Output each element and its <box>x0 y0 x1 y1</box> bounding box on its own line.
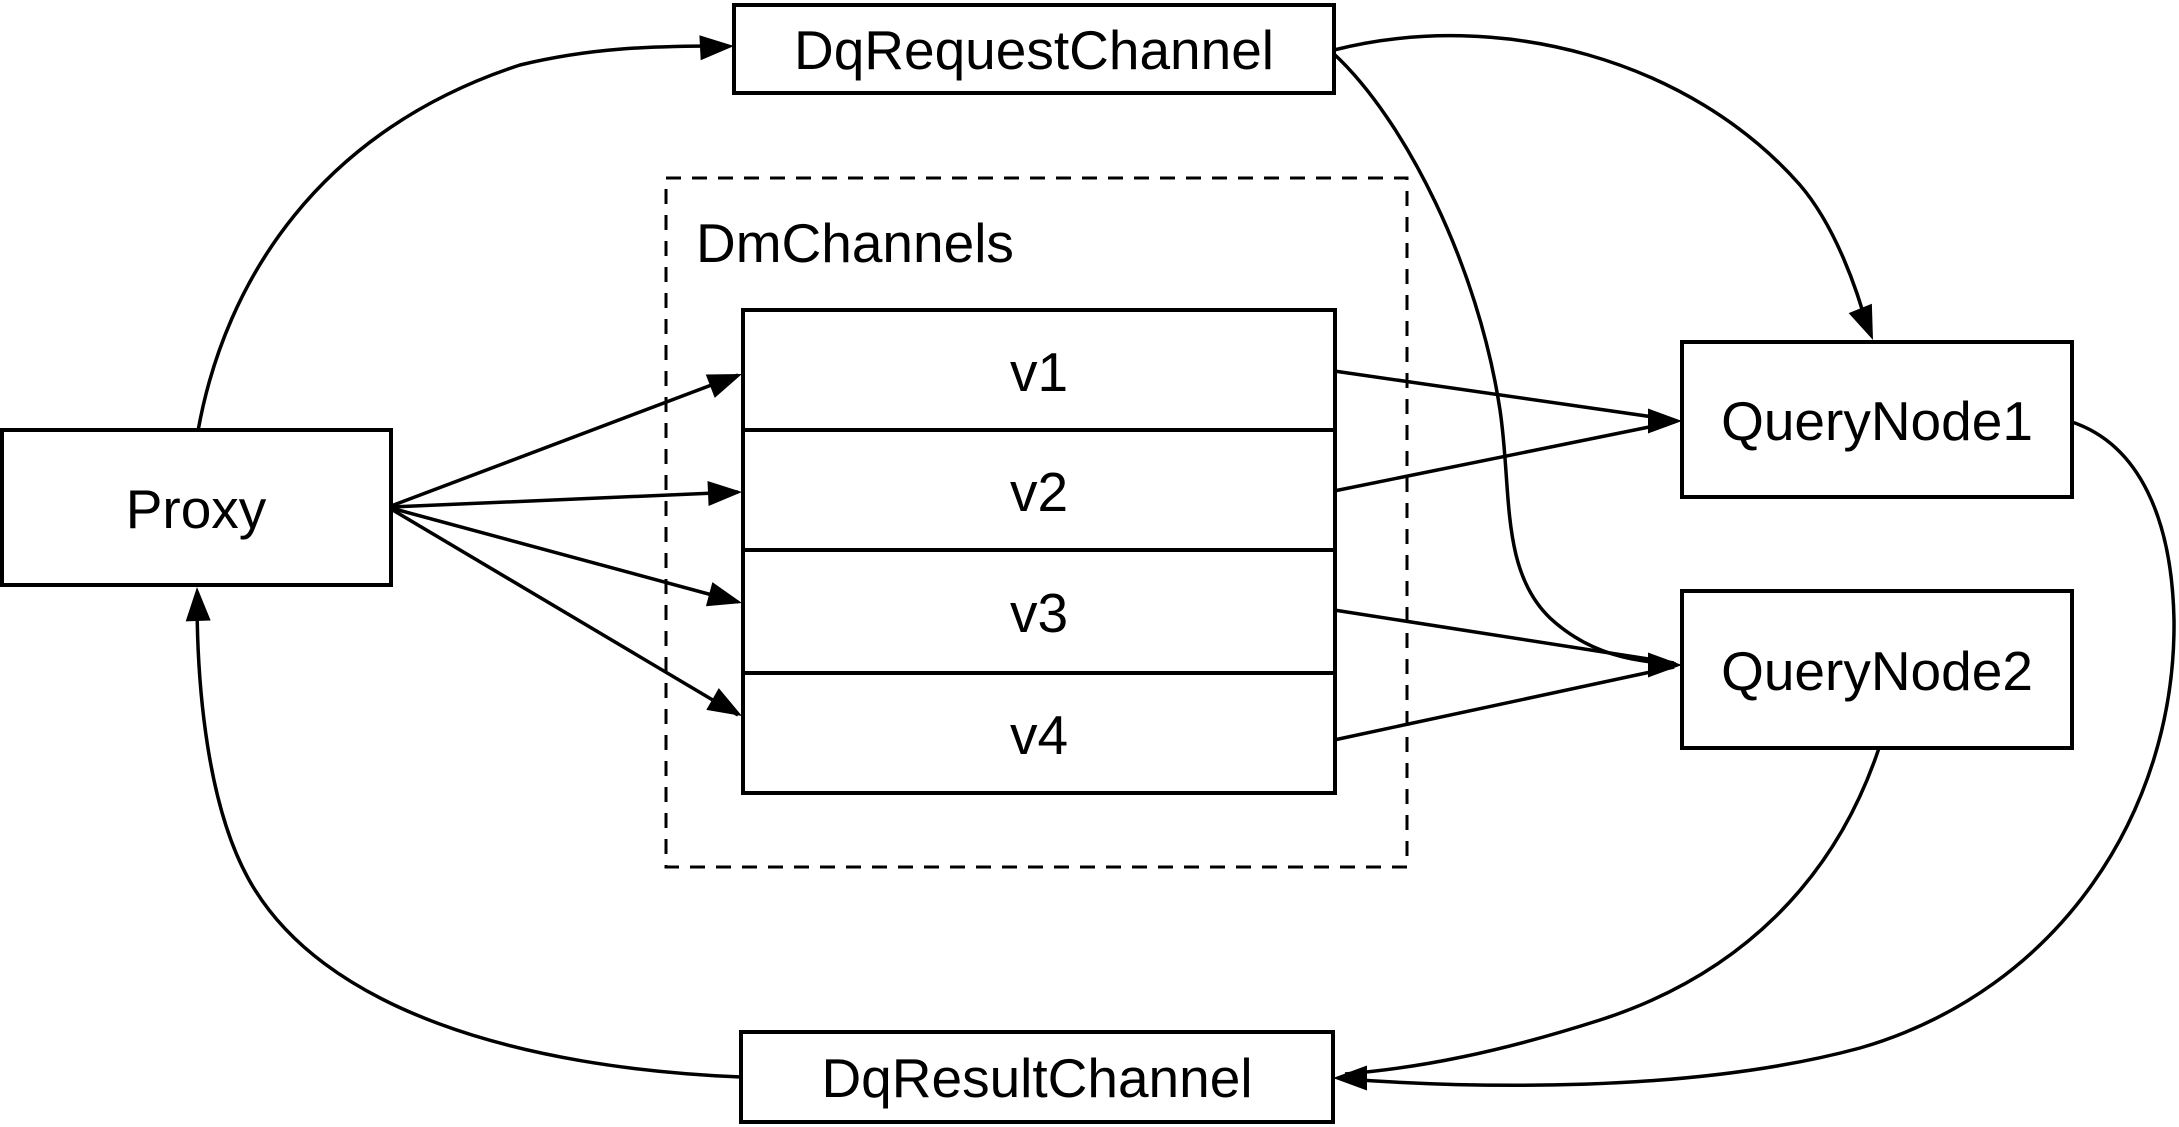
edge-dq-result-channel-to-proxy <box>195 597 742 1079</box>
v1-label: v1 <box>1010 341 1068 403</box>
arrowhead-into-query-node2-left <box>1648 652 1682 678</box>
edges <box>195 34 2176 1088</box>
arrowhead-into-v1 <box>705 374 742 398</box>
dq-result-channel-box <box>739 1030 1335 1124</box>
edge-query-node2-to-dq-result-channel <box>1344 747 1881 1076</box>
query-node1-label: QueryNode1 <box>1721 390 2033 452</box>
edge-proxy-to-v4 <box>390 507 739 717</box>
dq-request-channel-box <box>732 3 1336 95</box>
v3-label: v3 <box>1010 582 1068 644</box>
edge-proxy-to-v1 <box>390 373 739 508</box>
arrowhead-into-v4 <box>706 688 742 716</box>
proxy-box <box>0 428 393 587</box>
arrowheads <box>185 35 1873 1091</box>
dq-request-channel-label: DqRequestChannel <box>794 19 1274 81</box>
arrowhead-into-dq-result-channel <box>1333 1065 1367 1091</box>
group-dm-channels: DmChannels v1 v2 v3 v4 <box>664 176 1409 869</box>
v2-label: v2 <box>1010 461 1068 523</box>
query-node2-box <box>1680 589 2074 750</box>
arrowhead-into-dq-request-channel <box>699 35 734 61</box>
edge-proxy-to-v3 <box>390 506 739 604</box>
node-dq-result-channel: DqResultChannel <box>739 1030 1335 1124</box>
node-query-node1: QueryNode1 <box>1680 340 2074 499</box>
node-proxy: Proxy <box>0 428 393 587</box>
edge-query-node1-to-dq-result-channel <box>1344 420 2176 1088</box>
node-v-stack: v1 v2 v3 v4 <box>741 308 1337 795</box>
edge-proxy-to-dq-request-channel <box>196 44 723 432</box>
dq-result-channel-label: DqResultChannel <box>821 1047 1252 1109</box>
edge-dq-request-channel-to-query-node2 <box>1332 52 1677 666</box>
edge-dq-request-channel-to-query-node1 <box>1333 34 1870 331</box>
proxy-label: Proxy <box>126 478 267 540</box>
node-query-node2: QueryNode2 <box>1680 589 2074 750</box>
arrowhead-into-v2 <box>707 480 742 506</box>
arrowhead-into-proxy-bottom <box>185 587 211 622</box>
edge-v4-to-query-node2 <box>1333 665 1675 742</box>
v4-label: v4 <box>1010 704 1068 766</box>
node-dq-request-channel: DqRequestChannel <box>732 3 1336 95</box>
arrowhead-into-query-node1-left <box>1648 408 1682 434</box>
edge-v1-to-query-node1 <box>1333 369 1675 422</box>
arrowhead-into-v3 <box>705 582 742 607</box>
dm-channels-dashed-box <box>664 176 1409 869</box>
edge-v3-to-query-node2 <box>1333 608 1675 665</box>
edge-v2-to-query-node1 <box>1333 420 1675 493</box>
dm-channels-label: DmChannels <box>696 212 1014 274</box>
query-node1-box <box>1680 340 2074 499</box>
arrowhead-into-query-node1-top <box>1848 303 1873 340</box>
query-node2-label: QueryNode2 <box>1721 640 2033 702</box>
edge-proxy-to-v2 <box>390 490 739 509</box>
